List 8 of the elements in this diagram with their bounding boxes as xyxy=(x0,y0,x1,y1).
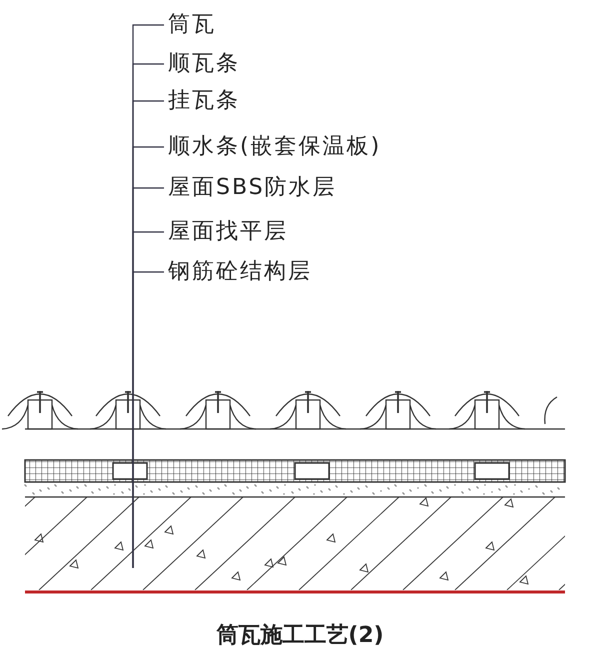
layer-label: 钢筋砼结构层 xyxy=(168,258,312,286)
layer-label: 顺水条(嵌套保温板) xyxy=(168,133,382,161)
layer-label: 屋面找平层 xyxy=(168,218,288,246)
layer-label: 筒瓦 xyxy=(168,11,216,39)
layer-label: 屋面SBS防水层 xyxy=(168,174,337,202)
caption: 筒瓦施工工艺(2) xyxy=(216,622,384,650)
layer-label: 顺瓦条 xyxy=(168,50,240,78)
layer-label: 挂瓦条 xyxy=(168,87,240,115)
